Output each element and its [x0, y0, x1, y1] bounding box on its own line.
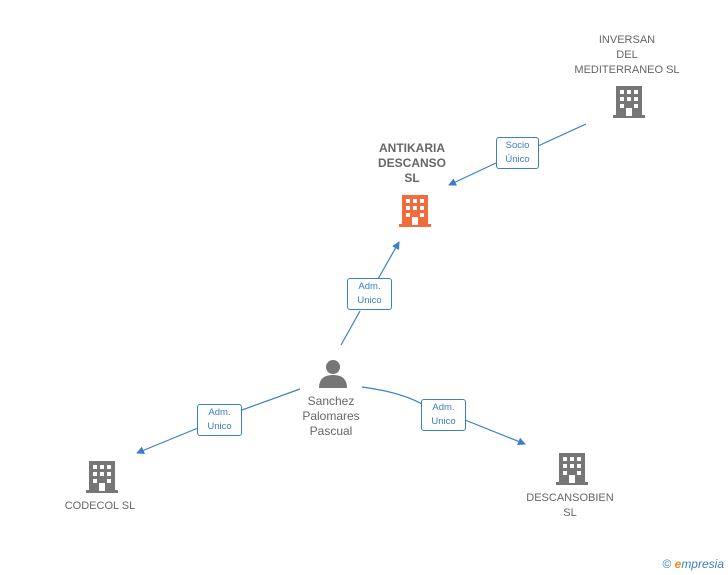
empresia-logo: © empresia: [662, 557, 724, 571]
edge-adm-descansobien: [361, 386, 525, 444]
brand-name: mpresia: [681, 557, 724, 571]
node-label-codecol[interactable]: CODECOL SL: [64, 500, 136, 512]
node-label-descansobien[interactable]: DESCANSOBIEN SL: [526, 492, 614, 519]
edge-label-adm-descansobien: Adm. Unico: [421, 399, 466, 431]
building-icon[interactable]: [399, 193, 431, 227]
edge-adm-antikaria: [340, 242, 399, 346]
building-icon[interactable]: [613, 84, 645, 118]
brand-e: e: [674, 557, 682, 571]
node-label-antikaria[interactable]: ANTIKARIA DESCANSO SL: [377, 141, 446, 185]
building-icon[interactable]: [86, 459, 118, 493]
node-label-inversan[interactable]: INVERSAN DEL MEDITERRANEO SL: [574, 34, 680, 76]
edge-label-adm-antikaria: Adm. Unico: [347, 278, 392, 310]
edge-socio-unico: [449, 123, 587, 185]
node-label-sanchez[interactable]: Sanchez Palomares Pascual: [302, 394, 360, 438]
person-icon[interactable]: [318, 358, 348, 388]
building-icon[interactable]: [556, 451, 588, 485]
copyright-symbol: ©: [662, 557, 672, 571]
edge-label-adm-codecol: Adm. Unico: [197, 404, 242, 436]
edge-label-socio-unico: Socio Único: [496, 137, 539, 169]
edge-adm-codecol: [137, 388, 301, 453]
